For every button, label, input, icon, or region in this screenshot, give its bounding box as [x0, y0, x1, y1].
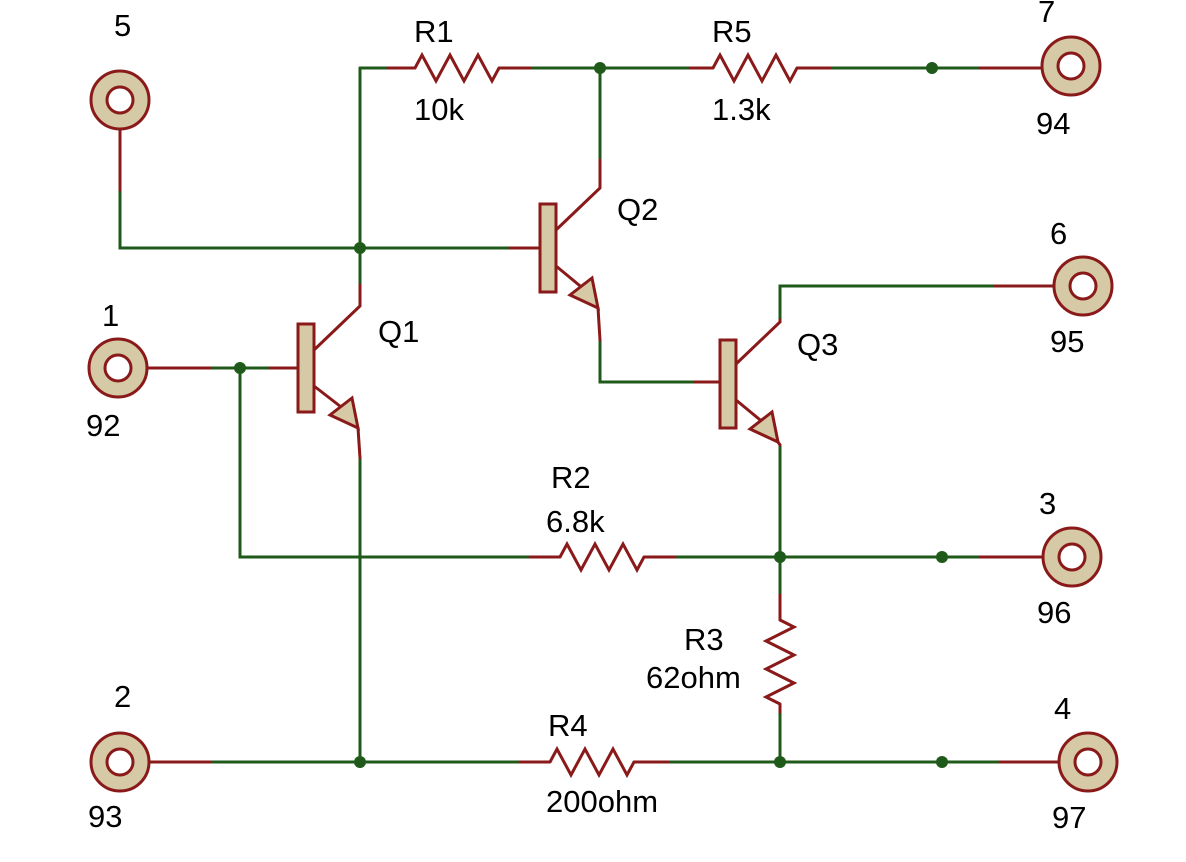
resistor-r3[interactable] [762, 593, 798, 714]
wire-q3-collector [778, 284, 997, 322]
transistor-q2-ref: Q2 [617, 192, 658, 227]
transistor-q2[interactable] [508, 158, 602, 342]
terminal-2-pin-label: 2 [114, 679, 131, 714]
transistor-q1-ref: Q1 [378, 314, 419, 349]
base-bar [538, 202, 558, 294]
resistor-r1[interactable] [386, 51, 532, 85]
junction-dot [936, 551, 948, 563]
resistor-r5-value: 1.3k [712, 92, 771, 127]
terminal-2[interactable] [89, 731, 212, 793]
resistor-r2[interactable] [528, 540, 677, 574]
junction-dot [774, 551, 786, 563]
terminal-3-pin-label: 3 [1039, 486, 1056, 521]
junction-dot [354, 756, 366, 768]
terminal-6-net-label: 95 [1050, 324, 1084, 359]
resistor-r4-ref: R4 [548, 708, 588, 743]
terminal-6[interactable] [993, 255, 1114, 317]
resistor-r3-value: 62ohm [646, 660, 741, 695]
terminal-4[interactable] [998, 731, 1119, 793]
terminal-5[interactable] [89, 69, 151, 192]
resistor-r4-value: 200ohm [546, 784, 658, 819]
resistor-r1-ref: R1 [414, 14, 454, 49]
wire-q2-emitter [598, 338, 697, 384]
junction-dot [354, 242, 366, 254]
terminal-6-pin-label: 6 [1050, 216, 1067, 251]
wires [118, 66, 1002, 764]
transistor-q3-ref: Q3 [797, 327, 838, 362]
junctions [234, 62, 948, 768]
terminal-1-net-label: 92 [86, 408, 120, 443]
junction-dot [936, 756, 948, 768]
wire-feedback-left [238, 366, 532, 559]
resistor-r5-ref: R5 [712, 14, 752, 49]
resistor-r1-value: 10k [414, 92, 464, 127]
resistor-r2-ref: R2 [551, 460, 591, 495]
junction-dot [926, 62, 938, 74]
resistor-r3-ref: R3 [684, 622, 724, 657]
transistor-q3[interactable] [693, 318, 782, 447]
junction-dot [234, 362, 246, 374]
labels: 5 1 92 2 93 7 94 6 95 3 96 4 97 R1 10k R… [86, 0, 1086, 835]
terminal-4-net-label: 97 [1052, 800, 1086, 835]
terminal-7-net-label: 94 [1036, 106, 1070, 141]
junction-dot [774, 756, 786, 768]
base-bar [718, 338, 738, 430]
terminal-2-net-label: 93 [88, 799, 122, 834]
terminal-4-pin-label: 4 [1054, 691, 1071, 726]
resistor-r4[interactable] [518, 745, 670, 779]
terminal-1-pin-label: 1 [102, 298, 119, 333]
resistor-r2-value: 6.8k [546, 504, 605, 539]
terminal-7[interactable] [978, 35, 1102, 97]
emitter-arrow-icon [747, 409, 781, 445]
emitter-arrow-icon [327, 395, 361, 431]
terminal-7-pin-label: 7 [1038, 0, 1055, 29]
base-bar [296, 322, 316, 414]
terminal-3-net-label: 96 [1037, 595, 1071, 630]
emitter-arrow-icon [567, 275, 601, 311]
transistor-q1[interactable] [268, 283, 362, 460]
terminal-3[interactable] [978, 526, 1103, 588]
wire-t5-down [118, 188, 362, 250]
terminal-5-pin-label: 5 [114, 8, 131, 43]
junction-dot [594, 62, 606, 74]
resistor-r5[interactable] [688, 51, 832, 85]
terminal-1[interactable] [87, 337, 212, 399]
